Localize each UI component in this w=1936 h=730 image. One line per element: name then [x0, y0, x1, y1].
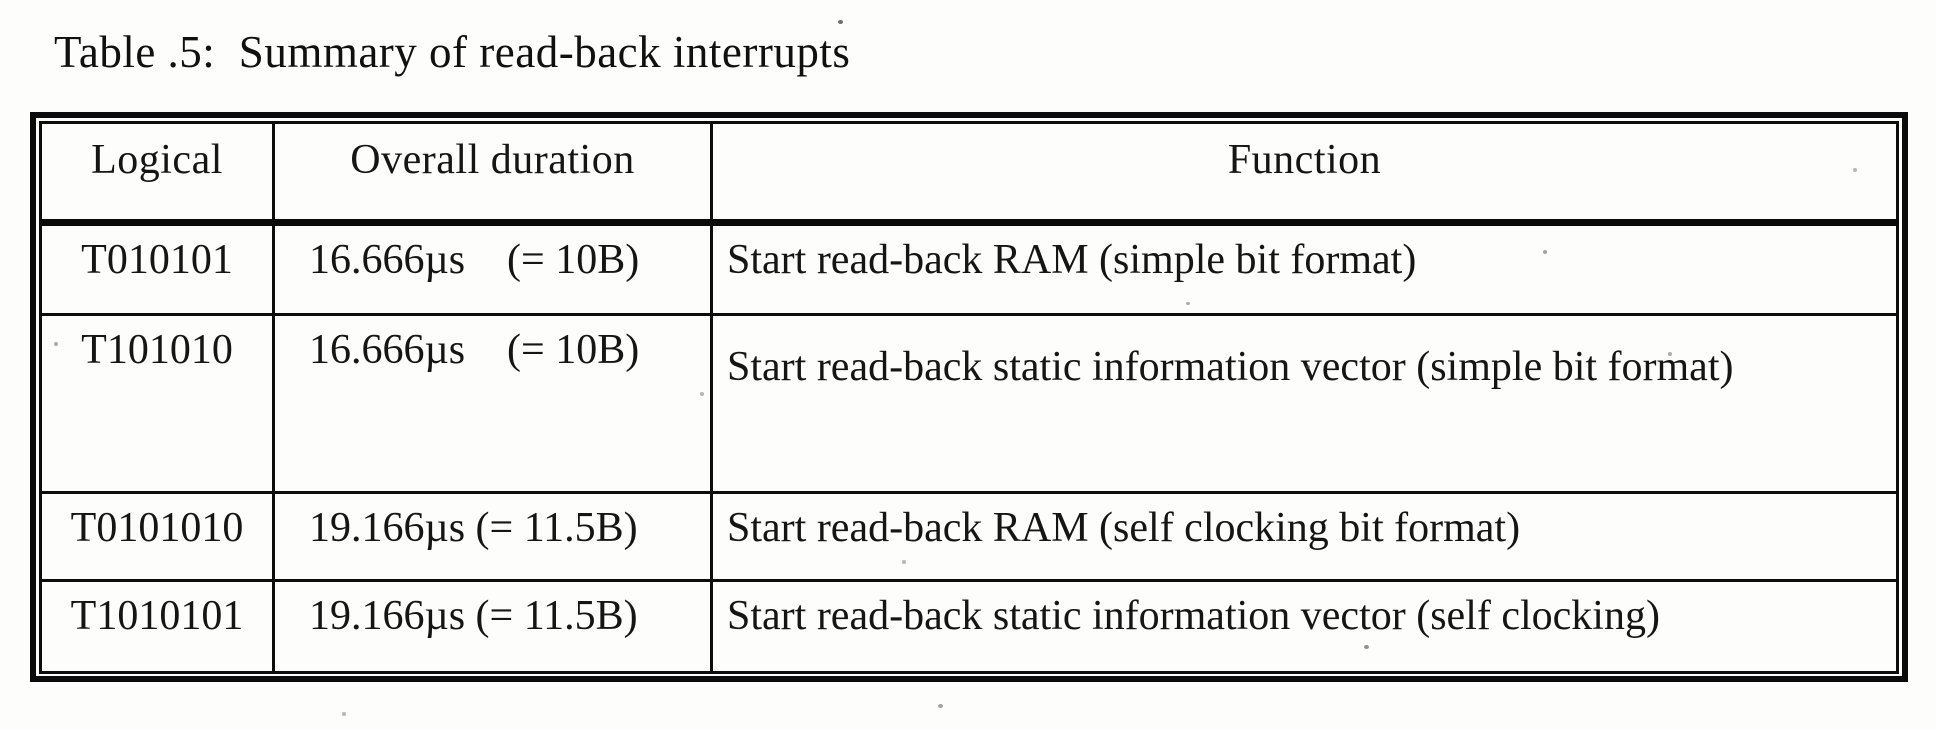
function-cell: Start read-back RAM (self clocking bit f… — [710, 491, 1899, 582]
scan-noise-dot — [938, 704, 943, 708]
interrupts-table-frame: Logical Overall duration Function T01010… — [30, 112, 1908, 682]
scan-noise-dot — [1543, 250, 1547, 254]
column-header-duration: Overall duration — [272, 121, 713, 226]
scan-noise-dot — [902, 560, 906, 564]
scan-noise-dot — [700, 392, 704, 396]
duration-cell: 19.166µs (= 11.5B) — [272, 491, 713, 582]
scan-noise-dot — [54, 342, 58, 346]
interrupts-table: Logical Overall duration Function T01010… — [39, 121, 1899, 674]
logical-cell: T0101010 — [39, 491, 275, 582]
function-cell: Start read-back static information vecto… — [710, 313, 1899, 494]
column-header-function: Function — [710, 121, 1899, 226]
scan-noise-dot — [838, 20, 843, 24]
table-caption: Table .5: Summary of read-back interrupt… — [54, 27, 851, 77]
scan-noise-dot — [1306, 365, 1310, 369]
table-row: T0101010 19.166µs (= 11.5B) Start read-b… — [39, 491, 1899, 582]
duration-cell: 19.166µs (= 11.5B) — [272, 579, 713, 674]
scan-noise-dot — [1853, 168, 1857, 172]
logical-cell: T101010 — [39, 313, 275, 494]
scan-noise-dot — [1364, 645, 1369, 649]
column-header-logical: Logical — [39, 121, 275, 226]
table-row: T101010 16.666µs (= 10B) Start read-back… — [39, 313, 1899, 494]
function-cell-text: Start read-back static information vecto… — [727, 344, 1734, 390]
logical-cell: T010101 — [39, 221, 275, 316]
scan-noise-dot — [342, 712, 346, 716]
function-cell: Start read-back RAM (simple bit format) — [710, 221, 1899, 316]
logical-cell: T1010101 — [39, 579, 275, 674]
duration-cell: 16.666µs (= 10B) — [272, 313, 713, 494]
scan-noise-dot — [1668, 352, 1672, 356]
header-row: Logical Overall duration Function — [39, 121, 1899, 226]
duration-cell: 16.666µs (= 10B) — [272, 221, 713, 316]
scan-noise-dot — [1186, 302, 1190, 305]
table-row: T1010101 19.166µs (= 11.5B) Start read-b… — [39, 579, 1899, 674]
table-row: T010101 16.666µs (= 10B) Start read-back… — [39, 221, 1899, 316]
function-cell: Start read-back static information vecto… — [710, 579, 1899, 674]
